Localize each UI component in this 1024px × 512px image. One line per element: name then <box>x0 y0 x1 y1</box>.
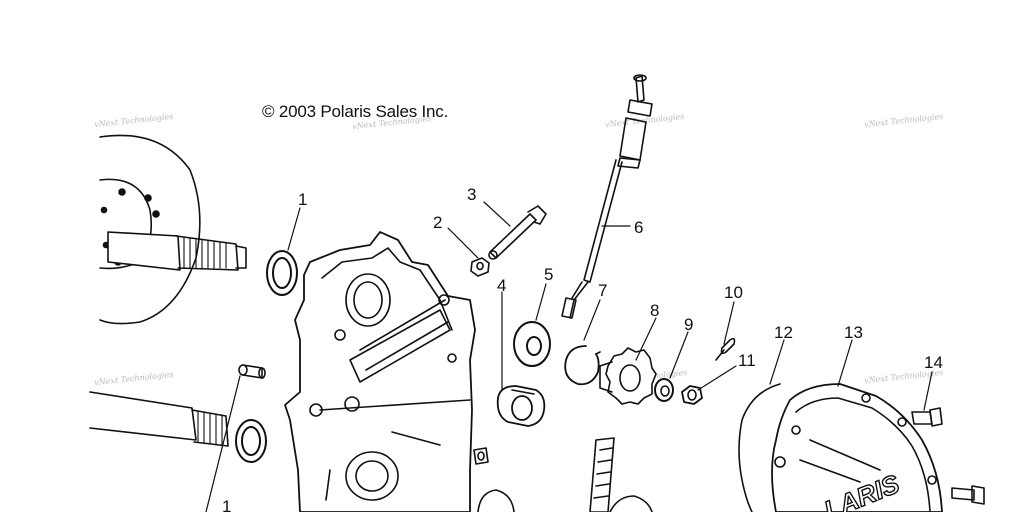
callout-label: 1 <box>222 497 231 512</box>
snap-ring-7 <box>564 345 601 386</box>
callout-label: 12 <box>774 323 793 342</box>
upper-shaft <box>107 231 247 271</box>
bolt-14-lower <box>951 485 985 505</box>
gear-8 <box>599 347 657 405</box>
callout-label: 11 <box>738 351 756 370</box>
bushing-4 <box>496 385 546 427</box>
callout-label: 13 <box>844 323 863 342</box>
callout-label: 3 <box>467 185 476 204</box>
dipstick-6 <box>561 74 653 319</box>
cover-13 <box>771 383 943 512</box>
copyright-notice: © 2003 Polaris Sales Inc. <box>262 102 449 121</box>
washer-5 <box>513 321 551 367</box>
seal-ring-upper <box>266 250 298 296</box>
dowel-pin <box>238 364 266 379</box>
cotter-pin-10 <box>715 337 736 361</box>
callout-label: 2 <box>433 213 442 232</box>
bolt-3 <box>488 205 547 260</box>
gasket-12 <box>738 383 781 512</box>
drive-chain <box>589 437 615 512</box>
leader-lines <box>205 201 933 512</box>
seal-ring-lower <box>235 419 267 463</box>
gearcase-housing <box>284 231 476 512</box>
housing-nut <box>473 447 489 465</box>
washer-9 <box>654 378 674 402</box>
callout-label: 9 <box>684 315 693 334</box>
lower-gear <box>477 489 653 512</box>
bolt-14-upper <box>911 407 943 427</box>
callout-label: 5 <box>544 265 553 284</box>
callout-label: 4 <box>497 276 506 295</box>
callout-label: 1 <box>298 190 307 209</box>
callout-label: 6 <box>634 218 643 237</box>
nut-2 <box>470 257 490 277</box>
callout-label: 14 <box>924 353 943 372</box>
callout-label: 8 <box>650 301 659 320</box>
nut-11 <box>681 385 703 405</box>
drive-pulley <box>99 134 201 325</box>
lower-shaft <box>89 391 229 447</box>
callout-label: 7 <box>598 281 607 300</box>
callout-label: 10 <box>724 283 743 302</box>
callout-group: 1 2 3 4 5 6 7 8 9 10 11 12 13 14 1 <box>222 185 943 512</box>
